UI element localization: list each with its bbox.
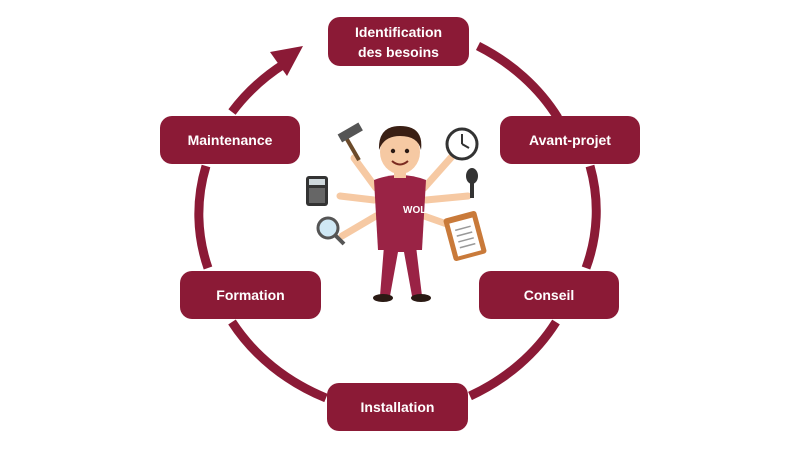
magnifier-icon — [316, 216, 346, 246]
mascot-legs — [380, 246, 422, 296]
microphone-icon — [466, 168, 478, 198]
step-formation: Formation — [180, 271, 321, 319]
cycle-arc-1 — [475, 41, 562, 121]
step-identification-des-besoins: Identification des besoins — [328, 17, 469, 66]
cycle-arrowhead — [270, 46, 303, 76]
calculator-icon — [306, 176, 328, 206]
step-avant-projet: Avant-projet — [500, 116, 640, 164]
cycle-arc-4 — [228, 319, 328, 403]
mascot-mouth — [391, 160, 409, 166]
clipboard-icon — [443, 211, 487, 261]
step-conseil: Conseil — [479, 271, 619, 319]
cycle-arc-6 — [228, 60, 287, 115]
mascot-torso — [374, 175, 426, 250]
mascot-shoe-left — [373, 294, 393, 302]
mascot-shoe-right — [411, 294, 431, 302]
cycle-arc-5 — [194, 164, 213, 270]
step-maintenance: Maintenance — [160, 116, 300, 164]
hammer-icon — [337, 122, 363, 162]
mascot-eye-right — [404, 148, 410, 154]
cycle-arc-3 — [468, 319, 560, 401]
mascot-logo: WOLF — [403, 205, 432, 216]
mascot-head — [380, 130, 420, 174]
mascot-illustration: WOLF — [306, 122, 487, 302]
mascot-eye-left — [390, 148, 396, 154]
mascot-hair — [378, 126, 422, 150]
clock-icon — [445, 127, 479, 161]
step-installation: Installation — [327, 383, 468, 431]
cycle-arc-2 — [581, 164, 601, 270]
